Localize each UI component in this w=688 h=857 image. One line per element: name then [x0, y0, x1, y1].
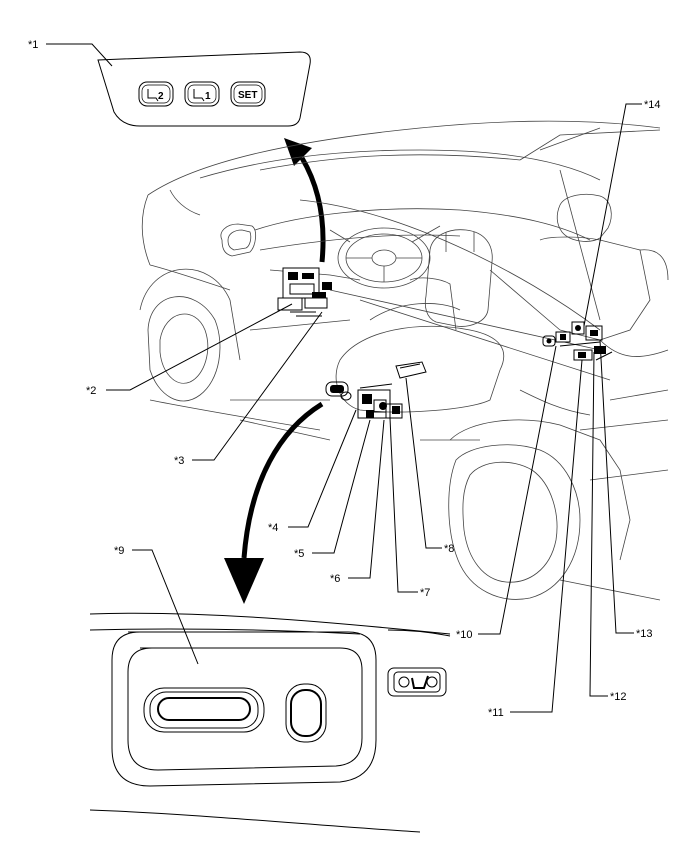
seat-icon: [147, 89, 159, 102]
seat-icon: [193, 89, 205, 102]
memory-button-set: SET: [230, 81, 266, 107]
seat-lumbar-icon: [411, 675, 429, 689]
leader-lines: [46, 43, 642, 713]
callout-5: *5: [294, 548, 304, 560]
memory-button-1: 1: [184, 81, 220, 107]
callout-6: *6: [330, 573, 340, 585]
rear-component-cluster: [542, 321, 613, 361]
vehicle-outline: [139, 120, 669, 601]
memory-switch-panel: 2 1 SET: [97, 51, 311, 127]
ecu-cluster-console: [277, 267, 332, 317]
callout-13: *13: [636, 628, 653, 640]
memory-button-1-label: 1: [205, 91, 211, 102]
callout-7: *7: [420, 587, 430, 599]
callout-1: *1: [28, 39, 38, 51]
lumbar-switch: [387, 667, 447, 697]
callout-14: *14: [644, 99, 661, 111]
curved-arrow-down: [224, 401, 324, 604]
callout-4: *4: [268, 522, 278, 534]
callout-9: *9: [114, 545, 124, 557]
callout-8: *8: [444, 543, 454, 555]
seat-ecu-box: [395, 361, 427, 379]
power-seat-switch-inset: [89, 612, 451, 833]
callout-12: *12: [610, 691, 627, 703]
curved-arrow-up: [284, 138, 326, 263]
callout-3: *3: [174, 455, 184, 467]
memory-button-2: 2: [138, 81, 174, 107]
memory-button-set-label: SET: [238, 90, 257, 101]
seat-slide-knob: [143, 687, 265, 733]
callout-11: *11: [488, 707, 504, 719]
seat-motor-cluster: [325, 381, 403, 419]
memory-button-2-label: 2: [158, 91, 164, 102]
callout-labels: *1 *2 *3 *4 *5 *6 *7 *8 *9 *10 *11 *12 *…: [28, 39, 661, 719]
seat-recline-knob: [285, 683, 327, 743]
callout-2: *2: [86, 385, 96, 397]
callout-10: *10: [456, 629, 473, 641]
